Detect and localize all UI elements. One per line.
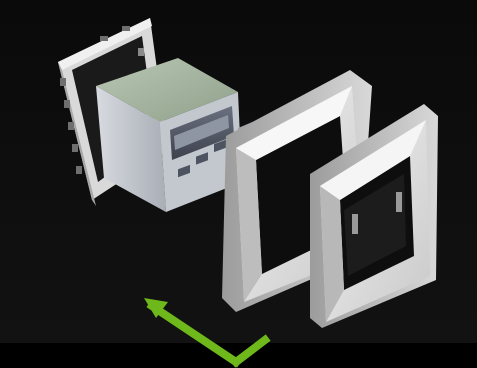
product-photo xyxy=(0,0,477,343)
bottom-strip xyxy=(0,343,477,368)
